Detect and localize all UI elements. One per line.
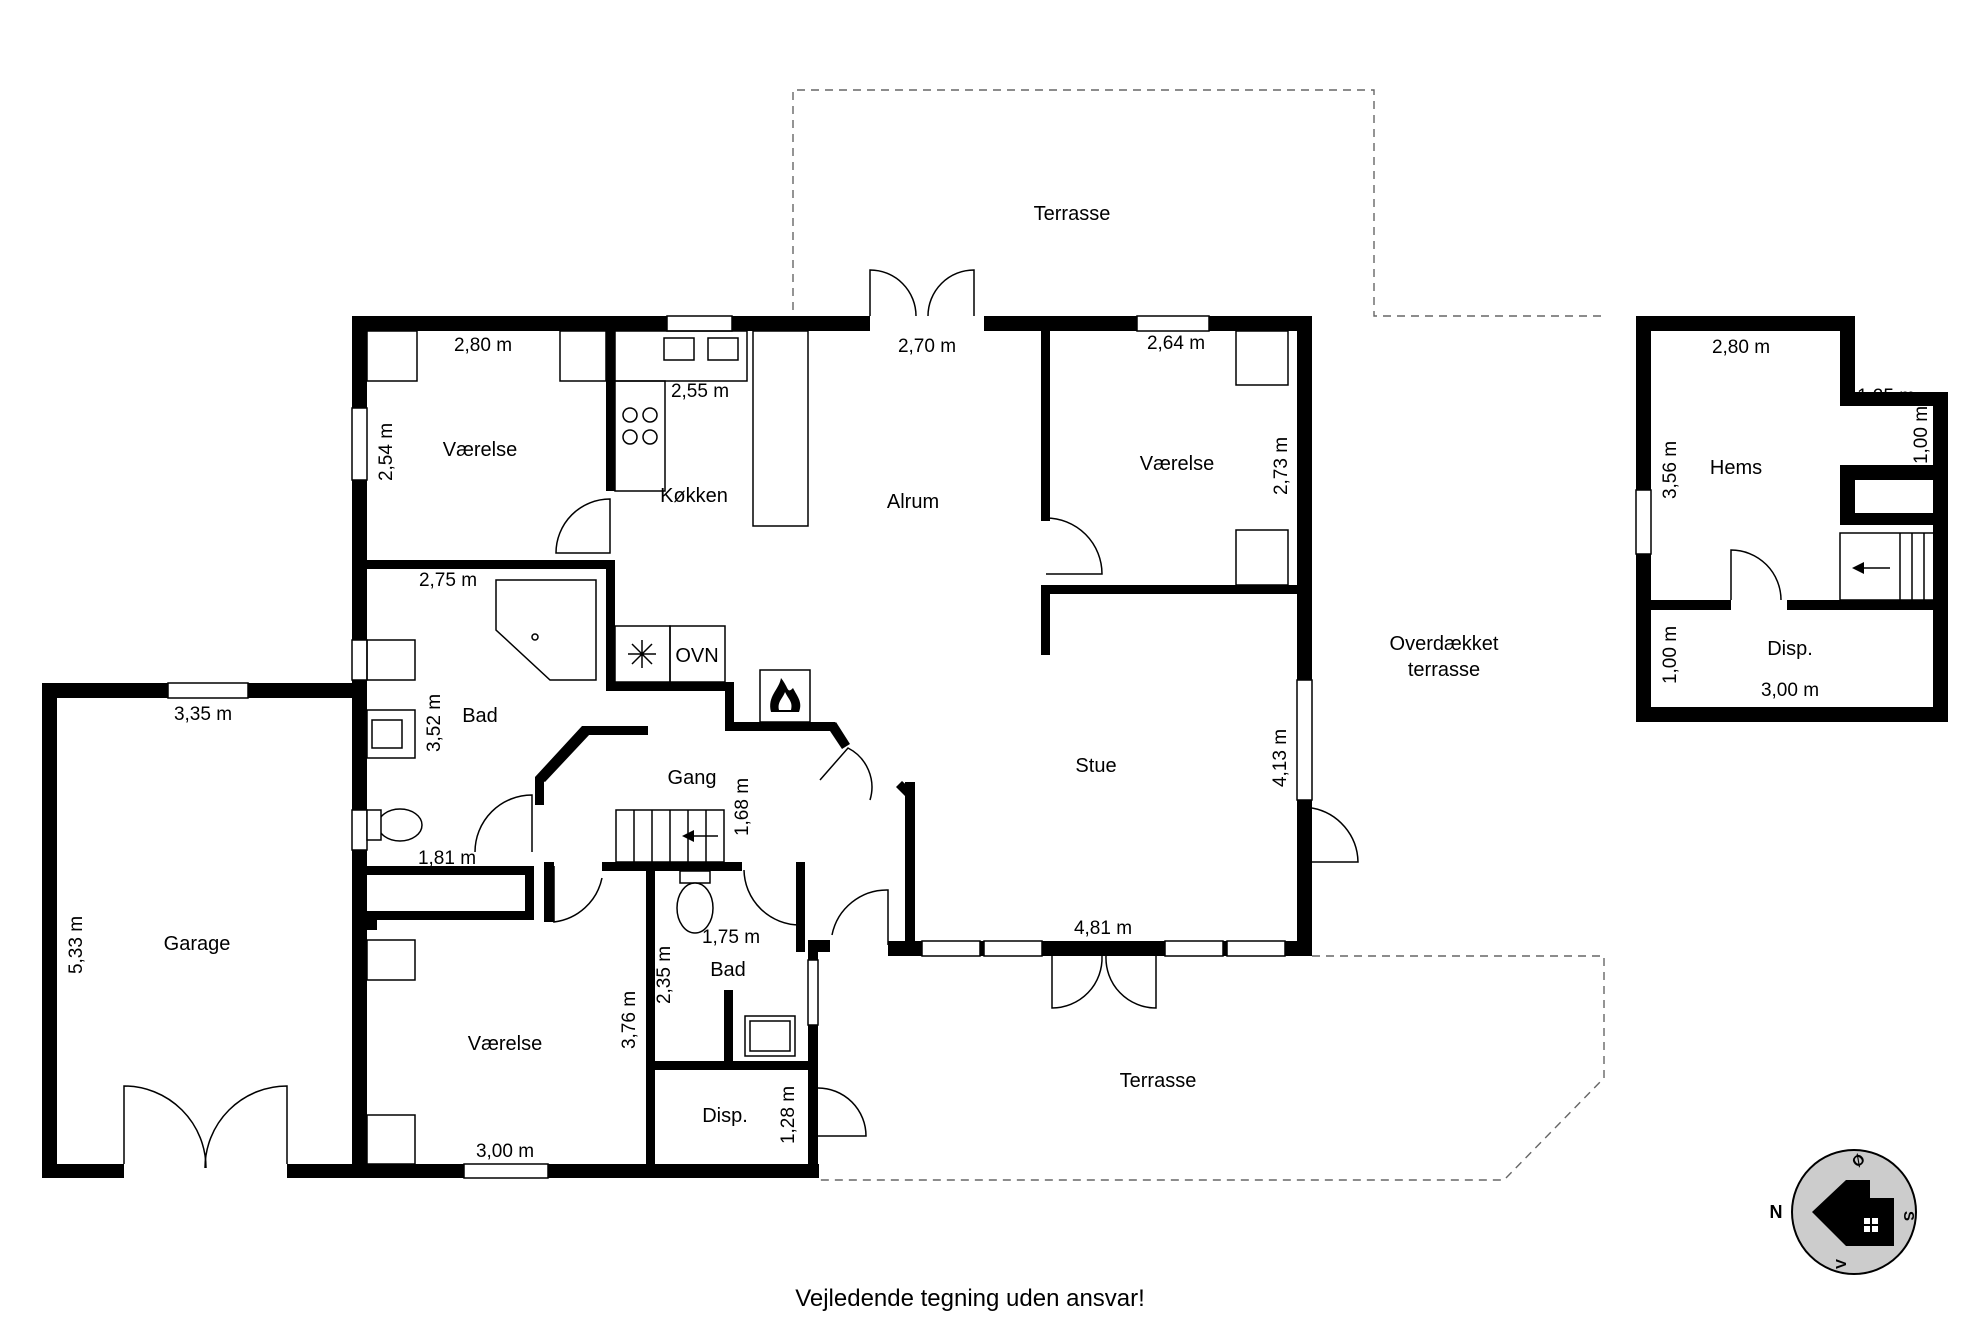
room-label-overdaekket-2: terrasse — [1408, 659, 1480, 681]
hems-fixtures — [1730, 532, 1939, 601]
terrace-outline-top — [792, 89, 1607, 317]
dim-label: 2,80 m — [454, 335, 512, 356]
dim-label: 2,54 m — [376, 423, 397, 481]
dim-label: 3,00 m — [476, 1141, 534, 1162]
dim-label: 1,00 m — [1911, 406, 1932, 464]
compass-label-v: V — [1833, 1259, 1850, 1269]
room-label-vaerelse-ne: Værelse — [1140, 453, 1214, 475]
dim-label: 2,70 m — [898, 336, 956, 357]
dim-label: 2,55 m — [671, 381, 729, 402]
room-label-hems: Hems — [1710, 457, 1762, 479]
room-label-disp-hems: Disp. — [1767, 638, 1813, 660]
hems-walls — [1635, 316, 1948, 722]
room-label-bad-small: Bad — [710, 959, 746, 981]
room-label-overdaekket-1: Overdækket — [1390, 633, 1499, 655]
dim-label: 1,00 m — [1660, 626, 1681, 684]
room-label-alrum: Alrum — [887, 491, 939, 513]
flame-icon — [770, 678, 801, 712]
doors — [123, 269, 1359, 1169]
dim-label: 1,25 m — [1857, 386, 1915, 407]
footer-disclaimer: Vejledende tegning uden ansvar! — [795, 1285, 1145, 1312]
dim-label: 2,73 m — [1271, 437, 1292, 495]
room-label-terrasse-bottom: Terrasse — [1120, 1070, 1197, 1092]
windows — [167, 315, 1313, 1179]
room-label-gang: Gang — [668, 767, 717, 789]
dim-label: 4,81 m — [1074, 918, 1132, 939]
dim-label: 5,33 m — [66, 916, 87, 974]
dim-label: 3,76 m — [619, 991, 640, 1049]
dim-label: 3,52 m — [424, 694, 445, 752]
dim-label: 3,56 m — [1660, 441, 1681, 499]
compass-label-s: S — [1900, 1211, 1917, 1221]
dim-label: 3,00 m — [1761, 680, 1819, 701]
room-label-vaerelse-sw: Værelse — [468, 1033, 542, 1055]
compass-label-n: N — [1770, 1202, 1783, 1222]
room-label-terrasse-top: Terrasse — [1034, 203, 1111, 225]
room-label-bad-main: Bad — [462, 705, 498, 727]
room-label-garage: Garage — [164, 933, 231, 955]
room-label-stue: Stue — [1075, 755, 1116, 777]
dim-label: 4,13 m — [1270, 729, 1291, 787]
room-label-disp-small: Disp. — [702, 1105, 748, 1127]
main-walls — [42, 316, 1312, 1178]
compass-house-icon: N Ø S V — [1770, 1149, 1917, 1275]
terrace-outline-bottom — [818, 955, 1605, 1181]
room-label-ovn: OVN — [675, 645, 718, 667]
dim-label: 2,80 m — [1712, 337, 1770, 358]
dim-label: 1,81 m — [418, 848, 476, 869]
dim-label: 1,75 m — [702, 927, 760, 948]
dimension-labels: 2,80 m 2,54 m 2,55 m 2,70 m 2,64 m 2,73 … — [66, 333, 1932, 1162]
snowflake-icon — [628, 640, 656, 668]
dim-label: 2,35 m — [654, 946, 675, 1004]
room-label-vaerelse-nw: Værelse — [443, 439, 517, 461]
dim-label: 2,64 m — [1147, 333, 1205, 354]
room-labels: Terrasse Værelse Køkken Alrum Værelse Ba… — [164, 203, 1813, 1127]
dim-label: 1,68 m — [732, 778, 753, 836]
room-label-koekken: Køkken — [660, 485, 728, 507]
fixtures — [366, 330, 1289, 1165]
dim-label: 3,35 m — [174, 704, 232, 725]
dim-label: 2,75 m — [419, 570, 477, 591]
dim-label: 1,28 m — [778, 1086, 799, 1144]
